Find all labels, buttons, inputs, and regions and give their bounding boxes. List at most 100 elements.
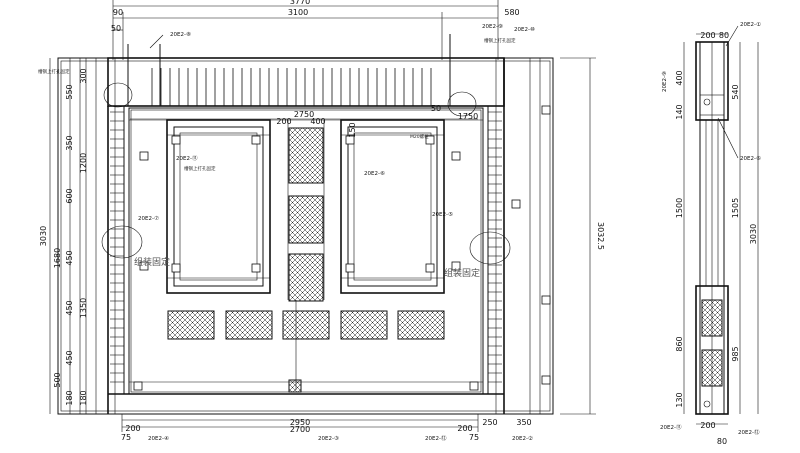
side-dim-3030: 3030 xyxy=(749,224,758,244)
side-tag-1: 20E2-① xyxy=(740,22,761,28)
hatched-box-row-2 xyxy=(225,310,273,340)
right-stirrup-ladder xyxy=(488,111,502,383)
right-window-opening xyxy=(340,119,445,294)
tag-3-bottom: 20E2-③ xyxy=(318,436,339,442)
side-tag-6: 20E2-⑥ xyxy=(740,156,761,162)
dim-bottom-75-b: 75 xyxy=(469,433,479,442)
bottom-dimension-chain: 200 75 2950 2700 200 75 350 250 xyxy=(121,414,532,442)
dim-main-span: 3100 xyxy=(288,8,308,17)
side-tag-11: 20E2-⑪ xyxy=(660,423,682,431)
dim-bottom-200-a: 200 xyxy=(125,424,140,433)
dim-2750: 2750 xyxy=(294,110,314,119)
assembly-callouts: 组装固定 组装固定 槽钢上打孔固定 槽钢上打孔固定 槽钢上打孔固定 M20螺栓 xyxy=(38,37,516,279)
dim-500: 500 xyxy=(53,372,62,387)
bracket-cleats xyxy=(133,105,551,391)
dim-right-span: 580 xyxy=(504,8,519,17)
bracket-cleat xyxy=(139,261,149,271)
side-dim-400: 400 xyxy=(675,70,684,85)
side-top-200: 200 xyxy=(700,31,715,40)
tag-4-bottom: 20E2-④ xyxy=(148,436,169,442)
dim-450-b: 450 xyxy=(65,300,74,315)
hatched-box-column-2 xyxy=(288,195,324,244)
side-bot-200: 200 xyxy=(700,421,715,430)
dim-bottom-2950: 2950 xyxy=(290,418,310,427)
bracket-cleat xyxy=(345,135,355,145)
label-assemble-left: 组装固定 xyxy=(134,256,170,268)
dim-300: 300 xyxy=(79,68,88,83)
bracket-cleat xyxy=(139,151,149,161)
tag-5-right: 20E2-⑤ xyxy=(432,212,453,218)
bottom-hatched-row xyxy=(167,310,445,340)
tag-8: 20E2-⑧ xyxy=(170,32,191,38)
hatched-box-base xyxy=(288,379,302,393)
side-dim-985: 985 xyxy=(731,346,740,361)
side-section-view: 200 80 400 540 140 1500 1505 3030 860 98… xyxy=(660,22,761,446)
tag-7-left: 20E2-⑦ xyxy=(138,215,159,222)
hatched-box-row-4 xyxy=(340,310,388,340)
hatched-box-row-3 xyxy=(282,310,330,340)
top-dimension-chain: 3770 90 3100 580 50 xyxy=(111,0,520,107)
bracket-cleat xyxy=(425,135,435,145)
bracket-cleat xyxy=(469,381,479,391)
bracket-cleat xyxy=(345,263,355,273)
dim-1750: 1750 xyxy=(458,112,478,121)
side-dim-1505: 1505 xyxy=(731,198,740,218)
note-left-top: 槽钢上打孔固定 xyxy=(38,68,70,75)
dim-bottom-250: 250 xyxy=(482,418,497,427)
side-dim-140: 140 xyxy=(675,104,684,119)
dim-450-c: 450 xyxy=(65,350,74,365)
dim-450-a: 450 xyxy=(65,250,74,265)
front-tags: 20E2-⑧ 20E2-⑨ 20E2-⑩ 20E2-⑪ 20E2-⑥ 20E2-… xyxy=(138,23,535,442)
dim-1680: 1680 xyxy=(53,248,62,268)
side-dim-1500: 1500 xyxy=(675,198,684,218)
bracket-cleat xyxy=(133,381,143,391)
dim-150-inner: 150 xyxy=(348,122,357,137)
right-dimension-chain: 3032.5 xyxy=(560,57,605,415)
bracket-cleat xyxy=(541,295,551,305)
tag-10-top: 20E2-⑩ xyxy=(514,26,535,33)
bracket-cleat xyxy=(541,375,551,385)
left-stirrup-ladder xyxy=(110,111,124,383)
dim-bottom-2700: 2700 xyxy=(290,425,310,434)
inner-dimensions: 2750 200 400 150 1750 50 xyxy=(130,104,478,138)
bracket-cleat xyxy=(541,105,551,115)
side-top-80: 80 xyxy=(719,31,729,40)
tag-9-top: 20E2-⑨ xyxy=(482,23,503,30)
bracket-cleat xyxy=(451,261,461,271)
dim-1200: 1200 xyxy=(79,153,88,173)
dim-overall-width: 3770 xyxy=(290,0,310,6)
bracket-cleat xyxy=(251,135,261,145)
side-tag-9: 20E2-⑨ xyxy=(661,71,668,92)
dim-600: 600 xyxy=(65,188,74,203)
bracket-cleat xyxy=(251,263,261,273)
dim-small-50: 50 xyxy=(111,24,121,33)
side-hatched-2 xyxy=(701,349,723,387)
bracket-cleat xyxy=(171,135,181,145)
bracket-cleat xyxy=(171,263,181,273)
label-assemble-right: 组装固定 xyxy=(444,267,480,279)
hatched-box-row-1 xyxy=(167,310,215,340)
tag-12-bottom: 20E2-⑫ xyxy=(425,434,447,442)
dim-bottom-350: 350 xyxy=(516,418,531,427)
dim-bottom-75-a: 75 xyxy=(121,433,131,442)
hatched-box-row-5 xyxy=(397,310,445,340)
hatched-box-column-1 xyxy=(288,127,324,184)
central-column xyxy=(287,120,325,393)
note-frame-left: 槽钢上打孔固定 xyxy=(184,165,216,172)
dim-180-a: 180 xyxy=(65,390,74,405)
dim-bottom-200-b: 200 xyxy=(457,424,472,433)
dim-50-inner: 50 xyxy=(431,104,441,113)
side-bot-80: 80 xyxy=(717,437,727,446)
side-tag-12: 20E2-⑫ xyxy=(738,428,760,436)
side-dim-130: 130 xyxy=(675,392,684,407)
side-hatched-1 xyxy=(701,299,723,337)
left-window-opening xyxy=(166,119,271,294)
note-right-top: 槽钢上打孔固定 xyxy=(484,37,516,44)
dim-180-b: 180 xyxy=(79,390,88,405)
note-frame-right: M20螺栓 xyxy=(410,133,429,140)
dim-right-total: 3032.5 xyxy=(596,222,605,250)
bracket-cleat xyxy=(451,151,461,161)
tag-11-frame: 20E2-⑪ xyxy=(176,154,198,162)
